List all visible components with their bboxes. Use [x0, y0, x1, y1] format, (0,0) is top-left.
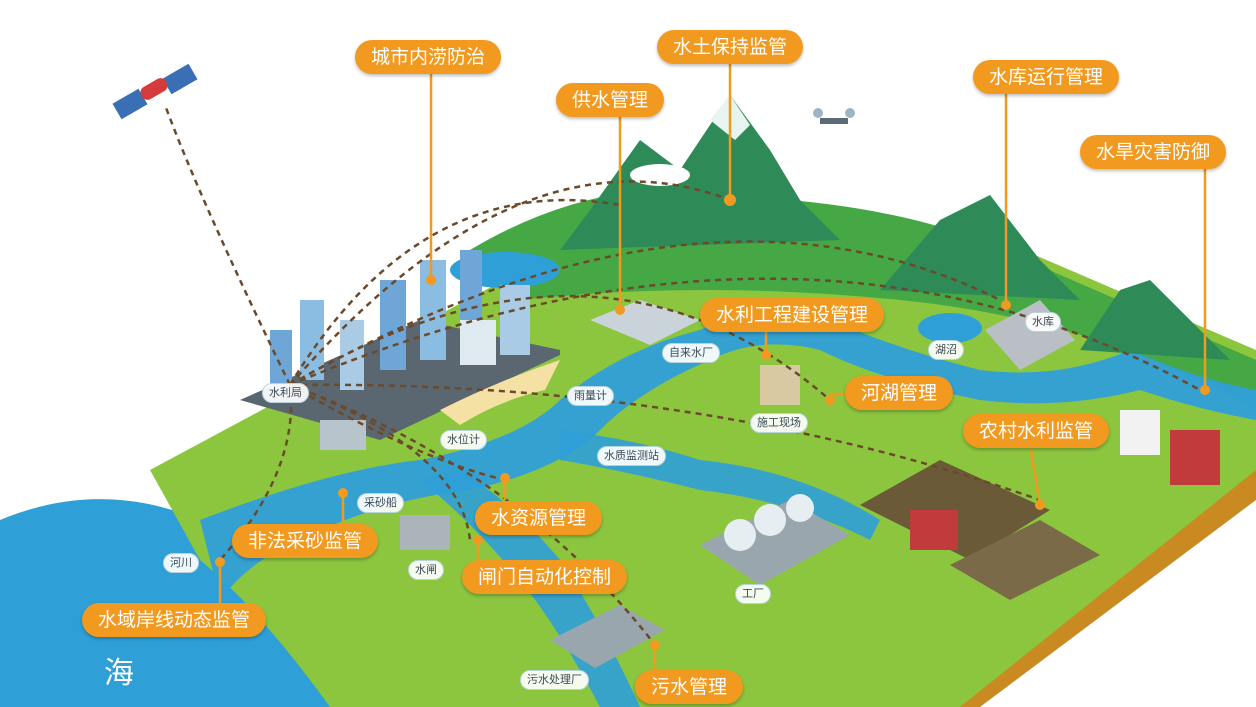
place-sluice: 水闸: [408, 560, 444, 580]
label-drought: 水旱灾害防御: [1080, 135, 1227, 169]
barn-right: [1170, 430, 1220, 485]
building: [460, 320, 496, 365]
cloud-shape: [630, 164, 690, 186]
construction-site: [760, 365, 800, 405]
place-river: 河川: [163, 553, 199, 573]
place-quality-station: 水质监测站: [597, 446, 666, 466]
place-sand-ship: 采砂船: [357, 493, 404, 513]
link-lines: [163, 104, 1201, 646]
lake-shape: [918, 313, 982, 343]
sluice-gate: [400, 515, 450, 550]
pointer-dots: [215, 194, 1210, 650]
link-line: [289, 383, 656, 646]
building: [500, 285, 530, 355]
place-rain-gauge: 雨量计: [567, 386, 614, 406]
satellite-icon: [112, 63, 198, 120]
label-sand-mining: 非法采砂监管: [232, 524, 379, 558]
pointer-lines: [218, 62, 1207, 670]
label-gate-control: 闸门自动化控制: [462, 560, 628, 594]
mountain-far-right: [1080, 280, 1230, 360]
label-water-resource: 水资源管理: [475, 501, 603, 535]
factory-tank: [754, 504, 786, 536]
label-water-supply: 供水管理: [556, 83, 665, 117]
beach: [440, 360, 560, 425]
building: [270, 330, 292, 390]
place-reservoir: 水库: [1025, 312, 1061, 332]
link-line: [289, 277, 1201, 392]
place-lake: 湖沼: [928, 340, 964, 360]
place-water-bureau: 水利局: [262, 383, 309, 403]
bureau-building: [320, 420, 366, 450]
link-line: [289, 180, 731, 386]
label-soil-water: 水土保持监管: [657, 30, 804, 64]
factory-tank: [724, 519, 756, 551]
place-water-level: 水位计: [440, 430, 487, 450]
farm-house: [1120, 410, 1160, 455]
drone-icon: [813, 108, 855, 124]
label-rural: 农村水利监管: [963, 414, 1110, 448]
mountain-center: [560, 95, 840, 250]
link-line: [289, 383, 1041, 502]
building: [380, 280, 406, 370]
link-line: [289, 383, 472, 541]
link-line: [163, 104, 292, 386]
label-sewage: 污水管理: [635, 670, 744, 704]
label-river-lake: 河湖管理: [845, 376, 954, 410]
farm-field-2: [950, 520, 1100, 600]
place-factory: 工厂: [735, 584, 771, 604]
place-sewage-plant: 污水处理厂: [520, 670, 589, 690]
sea-label: 海: [104, 656, 134, 691]
label-shoreline: 水域岸线动态监管: [82, 603, 267, 637]
river-main: [200, 312, 1256, 600]
factory-tank: [786, 494, 814, 522]
label-reservoir-ops: 水库运行管理: [973, 60, 1120, 94]
label-urban-flood: 城市内涝防治: [355, 40, 502, 74]
barn: [910, 510, 958, 550]
factory-base: [700, 500, 850, 585]
label-project-mgmt: 水利工程建设管理: [700, 298, 885, 332]
mountain-right: [880, 195, 1080, 300]
place-waterworks: 自来水厂: [662, 343, 720, 363]
link-line: [288, 198, 621, 386]
building: [340, 320, 364, 390]
link-line: [289, 240, 1001, 387]
place-construction: 施工现场: [750, 413, 808, 433]
